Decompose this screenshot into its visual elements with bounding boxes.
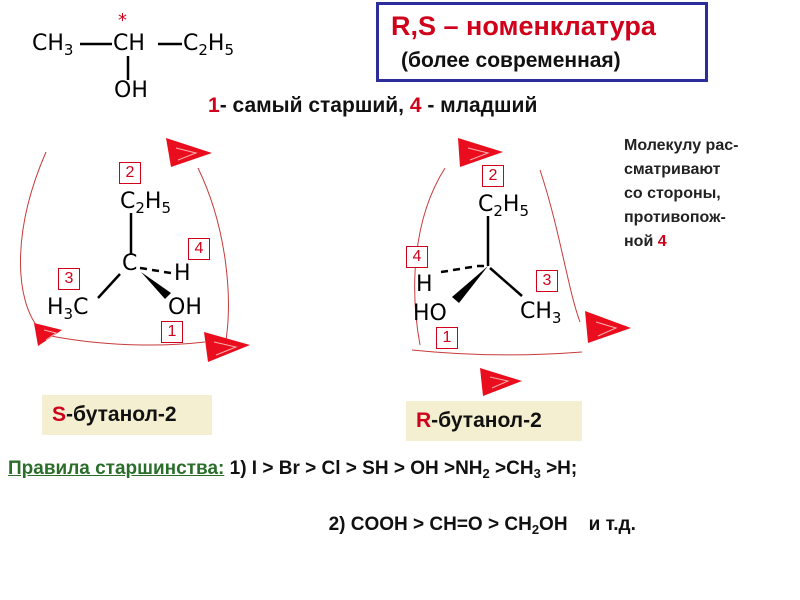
chiral-star: *	[118, 10, 127, 31]
top-formula-right: C2H5	[183, 31, 235, 59]
right-group-c2h5: C2H5	[478, 192, 530, 220]
r-butanol-name: R-бутанол-2	[406, 401, 582, 441]
left-center-carbon: C	[122, 251, 138, 276]
left-group-ch3: H3C	[47, 295, 89, 323]
s-butanol-name: S-бутанол-2	[42, 395, 212, 435]
left-group-c2h5: C2H5	[120, 189, 172, 217]
right-group-ch3: CH3	[520, 299, 562, 327]
right-label-2: 2	[482, 165, 504, 187]
left-label-4: 4	[188, 238, 210, 260]
priority-rules-label: Правила старшинства:	[8, 458, 225, 479]
title-sub: (более современная)	[401, 49, 621, 72]
top-formula-center: CH	[113, 31, 145, 56]
priority-rules-line2: 2) COOH > CH=O > CH2OH и т.д.	[328, 514, 636, 537]
top-formula-left: CH3	[32, 31, 74, 59]
left-label-1: 1	[161, 321, 183, 343]
title-box: R,S – номенклатура (более современная)	[376, 2, 708, 82]
left-label-3: 3	[58, 268, 80, 290]
top-formula-bottom: OH	[114, 78, 148, 103]
right-label-4: 4	[406, 246, 428, 268]
left-label-2: 2	[119, 162, 141, 184]
priority-rules-line1: Правила старшинства: 1) I > Br > Cl > SH…	[8, 458, 578, 481]
right-group-h: H	[416, 272, 433, 297]
right-label-3: 3	[536, 270, 558, 292]
left-group-h: H	[174, 261, 191, 286]
right-label-1: 1	[436, 327, 458, 349]
right-group-ho: HO	[413, 301, 447, 326]
viewing-note: Молекулу рас- сматривают со стороны, про…	[624, 137, 739, 250]
title-main: R,S – номенклатура	[391, 11, 656, 41]
seniority-rule: 1- самый старший, 4 - младший	[208, 94, 538, 117]
left-group-oh: OH	[168, 295, 202, 320]
